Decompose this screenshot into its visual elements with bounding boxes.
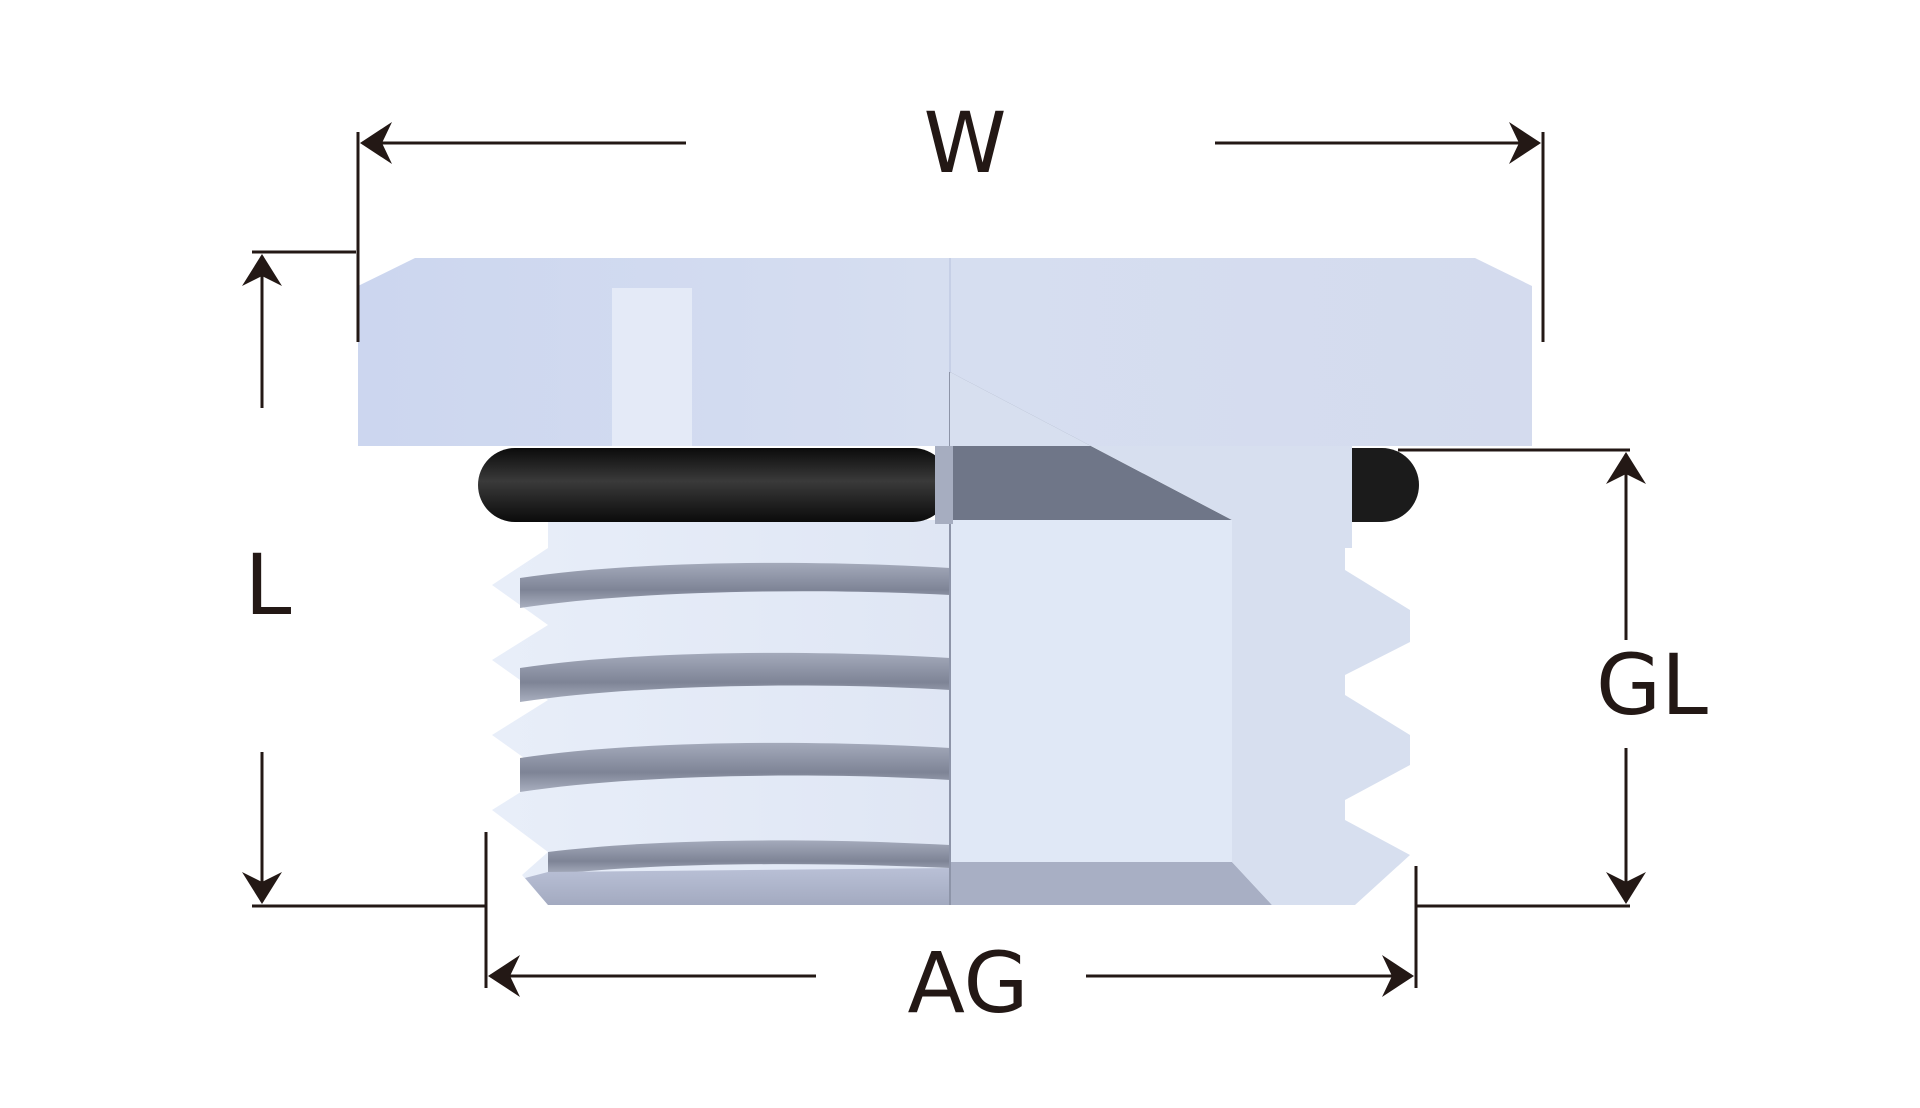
- section-cut-bevel: [950, 862, 1272, 905]
- ag-label: AG: [907, 934, 1028, 1032]
- w-label: W: [923, 94, 1006, 192]
- ag-arrow-left: [488, 955, 520, 997]
- o-ring-left-cover: [935, 446, 953, 524]
- thread-groove-1: [520, 562, 950, 608]
- thread-base-shade: [525, 868, 950, 905]
- section-cut: [950, 520, 1272, 905]
- thread-groove-4: [548, 840, 950, 875]
- w-arrow-right: [1509, 122, 1541, 164]
- thread-groove-3: [520, 742, 950, 792]
- dimension-ag: [484, 832, 1418, 997]
- gl-label: GL: [1596, 636, 1708, 734]
- dimension-gl: [1398, 448, 1646, 908]
- w-arrow-left: [360, 122, 392, 164]
- o-ring-seal: [478, 446, 1419, 524]
- thread-groove-2: [520, 652, 950, 702]
- plug-body: [358, 258, 1532, 905]
- l-arrow-top: [242, 254, 282, 286]
- gl-arrow-top: [1606, 452, 1646, 484]
- l-arrow-bottom: [242, 872, 282, 904]
- hex-cap: [358, 258, 1532, 446]
- section-wall: [950, 372, 1410, 905]
- l-label: L: [245, 536, 292, 634]
- dimension-l: [242, 250, 486, 908]
- hex-cap-highlight: [612, 288, 692, 446]
- ag-arrow-right: [1382, 955, 1414, 997]
- dimension-w: [356, 122, 1545, 342]
- thread-shank: [492, 520, 950, 905]
- o-ring-right: [1352, 448, 1419, 522]
- gl-arrow-bottom: [1606, 872, 1646, 904]
- o-ring-left: [478, 448, 950, 522]
